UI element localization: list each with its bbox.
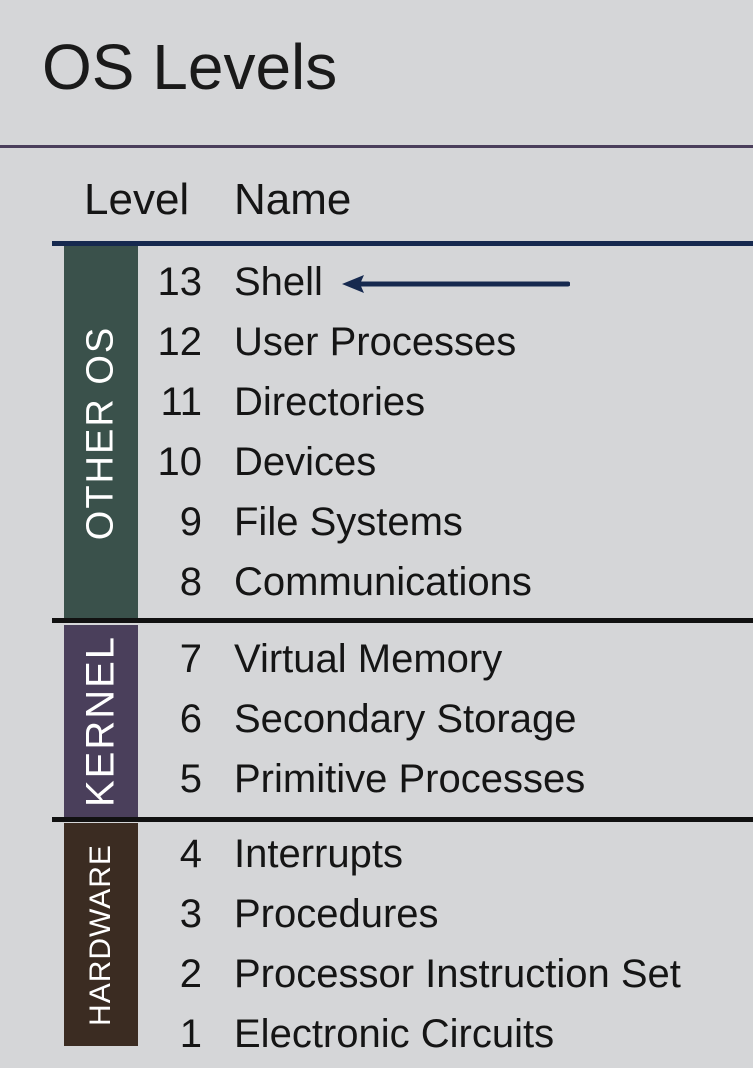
header-divider xyxy=(52,241,753,246)
level-row-13: 13 Shell xyxy=(0,257,753,307)
arrow-left-icon xyxy=(342,275,570,293)
level-number: 1 xyxy=(179,1012,202,1056)
level-row-7: 7 Virtual Memory xyxy=(0,634,753,684)
group-band-other-os: OTHER OS xyxy=(64,246,138,619)
group-divider-os-kernel xyxy=(52,618,753,623)
level-number: 10 xyxy=(157,440,203,484)
level-row-3: 3 Procedures xyxy=(0,889,753,939)
column-header-level: Level xyxy=(84,175,190,224)
group-divider-kernel-hardware xyxy=(52,817,753,822)
group-band-hardware: HARDWARE xyxy=(64,823,138,1046)
level-name: Interrupts xyxy=(234,832,403,876)
level-row-9: 9 File Systems xyxy=(0,497,753,547)
level-name: User Processes xyxy=(234,320,517,364)
level-name: Shell xyxy=(234,260,323,304)
level-name: Directories xyxy=(234,380,426,424)
level-number: 3 xyxy=(179,892,202,936)
level-number: 12 xyxy=(157,320,203,364)
level-number: 11 xyxy=(160,380,202,424)
level-row-4: 4 Interrupts xyxy=(0,829,753,879)
level-name: Virtual Memory xyxy=(234,637,503,681)
level-number: 6 xyxy=(179,697,202,741)
level-number: 4 xyxy=(179,832,202,876)
level-name: Procedures xyxy=(234,892,439,936)
title-divider xyxy=(0,145,753,148)
level-row-8: 8 Communications xyxy=(0,557,753,607)
level-row-6: 6 Secondary Storage xyxy=(0,694,753,744)
group-band-kernel: KERNEL xyxy=(64,625,138,817)
level-row-11: 11 Directories xyxy=(0,377,753,427)
level-row-10: 10 Devices xyxy=(0,437,753,487)
level-name: Communications xyxy=(234,560,532,604)
level-number: 7 xyxy=(179,637,202,681)
level-name: File Systems xyxy=(234,500,463,544)
level-number: 9 xyxy=(179,500,202,544)
level-name: Processor Instruction Set xyxy=(234,952,681,996)
level-number: 5 xyxy=(179,757,202,801)
level-row-1: 1 Electronic Circuits xyxy=(0,1009,753,1059)
level-name: Devices xyxy=(234,440,377,484)
level-number: 8 xyxy=(179,560,202,604)
level-name: Electronic Circuits xyxy=(234,1012,555,1056)
column-header-name: Name xyxy=(234,175,352,224)
level-row-12: 12 User Processes xyxy=(0,317,753,367)
level-number: 2 xyxy=(179,952,202,996)
level-number: 13 xyxy=(157,260,203,304)
level-row-5: 5 Primitive Processes xyxy=(0,754,753,804)
level-name: Secondary Storage xyxy=(234,697,577,741)
level-name: Primitive Processes xyxy=(234,757,586,801)
level-row-2: 2 Processor Instruction Set xyxy=(0,949,753,999)
page-title: OS Levels xyxy=(42,31,338,103)
